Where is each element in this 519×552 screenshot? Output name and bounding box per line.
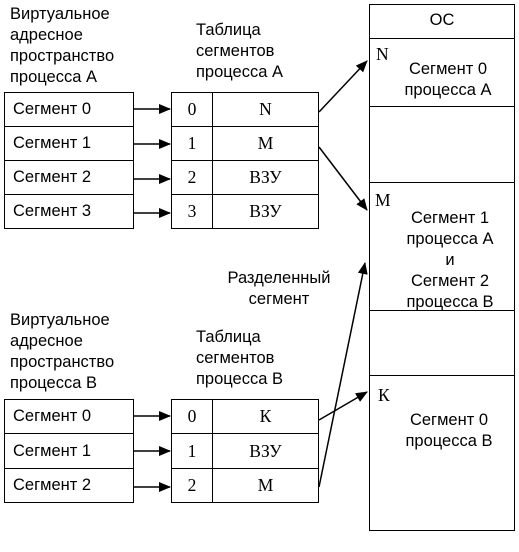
virtual-a-seg2-label: Сегмент 2 <box>13 168 92 186</box>
table-b-row1-value: ВЗУ <box>249 440 282 461</box>
table-a-row0-index: 0 <box>187 99 197 119</box>
memory-os-label: ОС <box>429 11 455 29</box>
memory-free-1 <box>369 106 515 183</box>
virtual-a-seg1-label: Сегмент 1 <box>13 134 92 152</box>
table-b-row2-index: 2 <box>187 475 197 495</box>
arrow-b-row2-to-mem-m <box>318 262 368 488</box>
virtual-space-a-label: Виртуальное адресное пространство процес… <box>10 5 115 86</box>
memory-block-k-text: Сегмент 0 процесса В <box>405 411 493 450</box>
table-a-row2-value: ВЗУ <box>249 167 282 187</box>
table-a-row3-value: ВЗУ <box>249 201 282 221</box>
memory-block-k-marker: К <box>378 385 390 405</box>
virtual-a-seg0-label: Сегмент 0 <box>13 100 92 118</box>
memory-block-m-marker: М <box>375 190 391 210</box>
memory-free-2 <box>369 310 515 376</box>
table-a-row0-value: N <box>259 99 272 119</box>
virtual-a-seg3 <box>4 194 134 229</box>
segment-table-a-label: Таблица сегментов процесса А <box>196 21 283 81</box>
table-b-row1-index: 1 <box>187 440 197 461</box>
virtual-b-seg1-label: Сегмент 1 <box>13 441 92 460</box>
virtual-b-seg0-label: Сегмент 0 <box>13 407 92 425</box>
memory-block-n-text: Сегмент 0 процесса А <box>404 60 492 99</box>
table-a-row2-index: 2 <box>187 167 197 187</box>
memory-block-k <box>369 375 515 531</box>
table-b-row2-value-cell <box>212 468 319 503</box>
arrow-a-row1-to-mem-m <box>318 146 368 211</box>
virtual-a-seg3-label: Сегмент 3 <box>13 202 92 220</box>
virtual-b-seg2-label: Сегмент 2 <box>13 476 92 494</box>
table-b-row0-value: К <box>259 406 272 426</box>
table-a-row3-index: 3 <box>187 201 197 221</box>
memory-block-n-marker: N <box>376 44 389 64</box>
arrow-b-row0-to-mem-k <box>318 391 368 421</box>
virtual-space-b-label: Виртуальное адресное пространство процес… <box>10 311 115 392</box>
segment-table-b-label: Таблица сегментов процесса В <box>196 328 283 388</box>
memory-block-m-text: Сегмент 1 процесса А и Сегмент 2 процесс… <box>406 209 494 311</box>
arrow-a-row0-to-mem-n <box>318 60 368 113</box>
table-a-row3-value-cell <box>212 194 319 229</box>
virtual-b-seg2 <box>4 468 134 503</box>
table-b-row2-value: М <box>257 475 274 495</box>
shared-segment-label: Разделенный сегмент <box>227 269 331 308</box>
table-a-row1-index: 1 <box>187 133 197 153</box>
table-b-row0-index: 0 <box>187 406 197 426</box>
table-a-row1-value: М <box>257 133 274 153</box>
